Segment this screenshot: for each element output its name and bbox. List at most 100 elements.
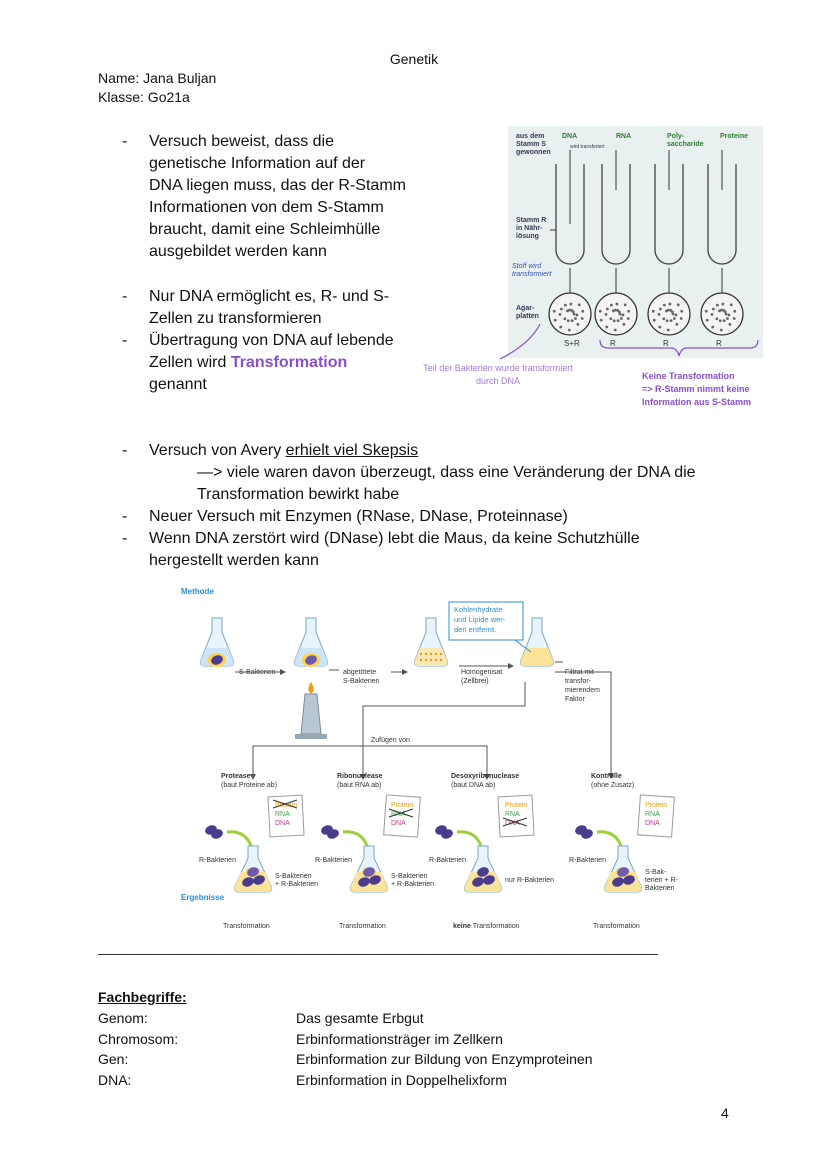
colony-dot xyxy=(725,317,729,320)
plate-label: R xyxy=(716,339,722,348)
result-label: + R-Bakterien xyxy=(391,881,434,888)
homogenate-dot xyxy=(429,658,433,662)
colony-dot xyxy=(680,309,684,313)
cross-out-icon xyxy=(388,808,414,818)
rna-column-label: RNA xyxy=(616,133,631,140)
arrow-head xyxy=(484,774,490,780)
callout-line: Kohlenhydrate xyxy=(454,605,502,614)
connector-kontrolle xyxy=(555,671,614,779)
colony-dot xyxy=(718,309,721,313)
colony-dot xyxy=(652,318,656,322)
plate-label: R xyxy=(663,339,669,348)
term-definition: Erbinformationsträger im Zellkern xyxy=(296,1030,503,1047)
colony-dot xyxy=(662,317,666,321)
colony-dot xyxy=(581,309,585,313)
test-tube xyxy=(601,164,631,265)
bunsen-burner xyxy=(300,693,322,735)
homogenate-dot xyxy=(434,652,438,656)
term-definition: Das gesamte Erbgut xyxy=(296,1010,424,1026)
callout-line: und Lipide wer- xyxy=(454,615,506,624)
bacterium xyxy=(305,655,317,665)
agar-plate xyxy=(700,292,744,336)
colony-dot xyxy=(612,319,616,323)
curved-arrow xyxy=(456,830,483,847)
colony-dot xyxy=(572,312,576,316)
arrow-conclusion: —> viele waren davon überzeugt, dass ein… xyxy=(197,464,696,503)
bullet-dash: - xyxy=(122,530,128,547)
bacterium xyxy=(472,877,484,887)
branch-title: Protease xyxy=(221,773,251,780)
card-molecule: Protein xyxy=(505,802,527,809)
cross-out-icon xyxy=(502,817,528,827)
homogenate-dot xyxy=(439,658,443,662)
card-molecule: Protein xyxy=(645,802,667,809)
label-filtrat: mierendem xyxy=(565,687,600,694)
page-title: Genetik xyxy=(389,51,439,67)
homogenate-dot xyxy=(424,652,428,656)
colony-dot xyxy=(570,308,574,312)
bullet-dash: - xyxy=(122,288,128,305)
colony-dot xyxy=(553,318,557,322)
result-label: + R-Bakterien xyxy=(275,881,318,888)
colony-dot xyxy=(570,319,574,323)
colony-dot xyxy=(605,307,609,311)
agar-plate xyxy=(647,292,691,336)
colony-dot xyxy=(658,325,662,329)
colony-dot xyxy=(580,317,584,320)
molecule-card xyxy=(637,794,675,838)
bacterium xyxy=(363,867,375,877)
colony-dot xyxy=(577,303,581,307)
bullet-text-avery: Versuch von Avery erhielt viel Skepsis xyxy=(149,442,419,459)
colony-dot xyxy=(733,309,737,313)
colony-dot xyxy=(728,322,732,326)
term-definition: Erbinformation in Doppelhelixform xyxy=(296,1071,507,1088)
bacterium xyxy=(623,875,635,885)
enzyme-method-figure: Methode S-BakterienabgetöteteS-Bakterien… xyxy=(181,587,679,930)
homogenate-dot xyxy=(429,652,433,656)
r-bacterium xyxy=(581,829,593,839)
term-definition: Erbinformation zur Bildung von Enzymprot… xyxy=(296,1051,593,1067)
outcome-label: Transformation xyxy=(339,923,386,930)
bacterium xyxy=(253,875,265,885)
svg-text:Teil der Bakterien wurde trans: Teil der Bakterien wurde transformiertdu… xyxy=(423,363,573,386)
bacterium xyxy=(483,875,495,885)
result-label: Bakterien xyxy=(645,885,675,892)
term-name: Chromosom: xyxy=(98,1030,179,1047)
dna-column-label: DNA xyxy=(562,133,577,140)
colony-dot xyxy=(616,319,620,323)
label-filtrat: Faktor xyxy=(565,696,586,703)
branch-0: Protease(baut Proteine ab)ProteinRNADNAR… xyxy=(199,773,318,930)
flask-liquid xyxy=(414,648,448,666)
bullet-text-transformation: Übertragung von DNA auf lebende Zellen w… xyxy=(149,332,394,393)
colony-dot xyxy=(622,322,626,326)
colony-dot xyxy=(576,322,580,326)
dna-note: wird transferiert xyxy=(570,144,605,150)
colony-dot xyxy=(609,303,613,307)
connector xyxy=(362,682,526,730)
colony-dot xyxy=(722,319,726,323)
card-molecule: Protein xyxy=(391,802,413,809)
colony-dot xyxy=(618,312,622,316)
term-transformation: Transformation xyxy=(230,354,348,371)
bacterium xyxy=(211,655,223,665)
note-no-transformation: Keine Transformation=> R-Stamm nimmt kei… xyxy=(642,371,751,407)
author-name: Name: Jana Buljan xyxy=(98,70,217,86)
branch-title: Kontrolle xyxy=(591,773,622,780)
molecule-card xyxy=(267,794,305,838)
bullet-dash: - xyxy=(122,508,128,525)
colony-dot xyxy=(719,328,723,332)
label-r-bakterien: R-Bakterien xyxy=(199,857,236,864)
colony-dot xyxy=(676,303,680,307)
colony-dot xyxy=(573,317,577,320)
colony-dot xyxy=(704,309,708,313)
colony-dot xyxy=(727,313,731,317)
test-tube xyxy=(555,164,585,265)
bacterium xyxy=(612,877,624,887)
poly-column-label: Poly-saccharide xyxy=(667,133,704,148)
plate-label: S+R xyxy=(564,339,580,348)
bullet-text-enzymes: Neuer Versuch mit Enzymen (RNase, DNase,… xyxy=(149,508,568,525)
curved-arrow xyxy=(342,830,369,847)
